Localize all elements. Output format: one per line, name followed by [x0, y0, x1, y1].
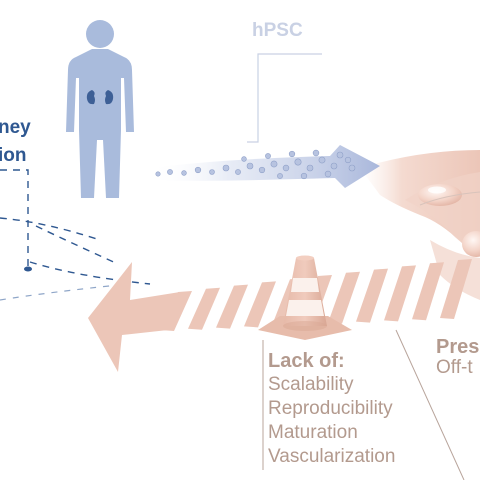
stem-cell-dot: [258, 166, 266, 174]
stem-cell-dot: [288, 150, 296, 158]
lack-item-vascularization: Vascularization: [268, 446, 396, 467]
right-subtitle: Off-t: [436, 357, 473, 378]
hpsc-leader-line: [247, 53, 322, 143]
lack-item-scalability: Scalability: [268, 374, 354, 395]
hazard-stripe: [440, 259, 472, 319]
hazard-stripe: [328, 271, 360, 324]
hazard-stripe: [216, 284, 248, 329]
big-arrow-icon: [88, 262, 180, 372]
stem-cell-dot: [235, 169, 241, 175]
hazard-stripe: [188, 287, 220, 330]
dashed-connectors-light: [0, 283, 129, 301]
stem-cell-dot: [194, 166, 202, 174]
hazard-stripe: [356, 268, 388, 323]
traffic-cone-icon: [258, 255, 352, 340]
stem-cell-dot: [241, 156, 247, 162]
stem-cell-dot: [312, 149, 320, 157]
dashed-connectors: [0, 169, 151, 285]
kidney-icon: [86, 90, 114, 105]
hazard-stripe: [384, 265, 416, 322]
human-figure-icon: [66, 20, 134, 198]
organoid-domes: [418, 184, 480, 257]
stem-cell-dot: [155, 171, 161, 177]
stem-cell-dot: [324, 170, 332, 178]
stem-cell-dot: [344, 156, 352, 164]
stem-cell-dot: [336, 151, 344, 159]
hazard-stripe: [244, 281, 276, 328]
stem-cell-dot: [277, 173, 283, 179]
lack-of-title: Lack of:: [268, 350, 345, 372]
stem-cell-dot: [246, 162, 254, 170]
leader-lines: [262, 329, 465, 480]
stem-cell-dot: [270, 160, 278, 168]
stem-cell-dot: [222, 164, 230, 172]
stem-cell-dot: [167, 169, 173, 175]
hazard-stripe: [412, 262, 444, 321]
stem-cell-dot: [348, 164, 356, 172]
stem-cell-dot: [318, 156, 326, 164]
connector-endpoint: [24, 266, 32, 272]
left-heading-line-1: ney: [0, 117, 31, 138]
hazard-stripe: [160, 291, 192, 331]
stem-cell-dot: [306, 164, 314, 172]
stem-cell-dot: [282, 164, 290, 172]
stem-cell-dot: [181, 170, 187, 176]
stem-cell-dot: [330, 162, 338, 170]
stem-cell-dot: [209, 169, 215, 175]
stem-cell-dot: [265, 153, 271, 159]
left-heading-line-2: ion: [0, 145, 27, 166]
lack-item-maturation: Maturation: [268, 422, 358, 443]
stem-cell-dot: [300, 172, 308, 180]
cell-stream-arrow: [150, 145, 380, 188]
right-title: Pres: [436, 336, 480, 358]
stem-cell-dot: [294, 158, 302, 166]
hpsc-label: hPSC: [252, 20, 303, 41]
lack-item-reproducibility: Reproducibility: [268, 398, 393, 419]
